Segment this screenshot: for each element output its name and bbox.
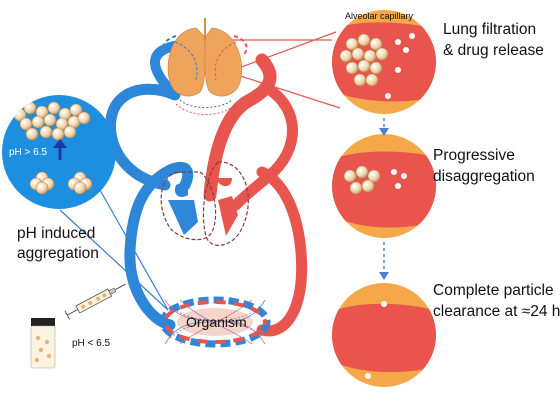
alveolar-capillary-label: Alveolar capillary (345, 11, 414, 21)
syringe-icon (64, 283, 126, 320)
circulation-vessels (105, 40, 308, 337)
ph-induced-label-2: aggregation (17, 245, 99, 262)
organism-label: Organism (186, 314, 247, 330)
diagram-canvas (2, 10, 436, 387)
progressive-label-1: Progressive (433, 147, 515, 164)
organism-node (159, 296, 271, 348)
progressive-label-2: disaggregation (433, 168, 535, 185)
complete-clearance-label-1: Complete particle (433, 282, 554, 299)
capillary-stage-1 (332, 10, 436, 114)
heart-icon (160, 161, 249, 246)
lungs-icon (162, 18, 248, 115)
capillary-stage-2 (332, 134, 436, 238)
ph-inset (2, 95, 116, 209)
ph-below-label: pH < 6.5 (72, 338, 111, 349)
lung-capillary-connectors (227, 31, 341, 109)
capillary-stage-3 (332, 283, 436, 387)
stage-arrows (379, 118, 389, 280)
ph-induced-label-1: pH induced (17, 225, 96, 242)
diagram: Alveolar capillary Lung filtration & dru… (2, 10, 560, 387)
lung-filtration-label-1: Lung filtration (443, 21, 537, 38)
lung-filtration-label-2: & drug release (443, 42, 544, 59)
ph-above-label: pH > 6.5 (9, 147, 48, 158)
complete-clearance-label-2: clearance at ≈24 h (433, 303, 560, 320)
vial-icon (30, 318, 56, 369)
